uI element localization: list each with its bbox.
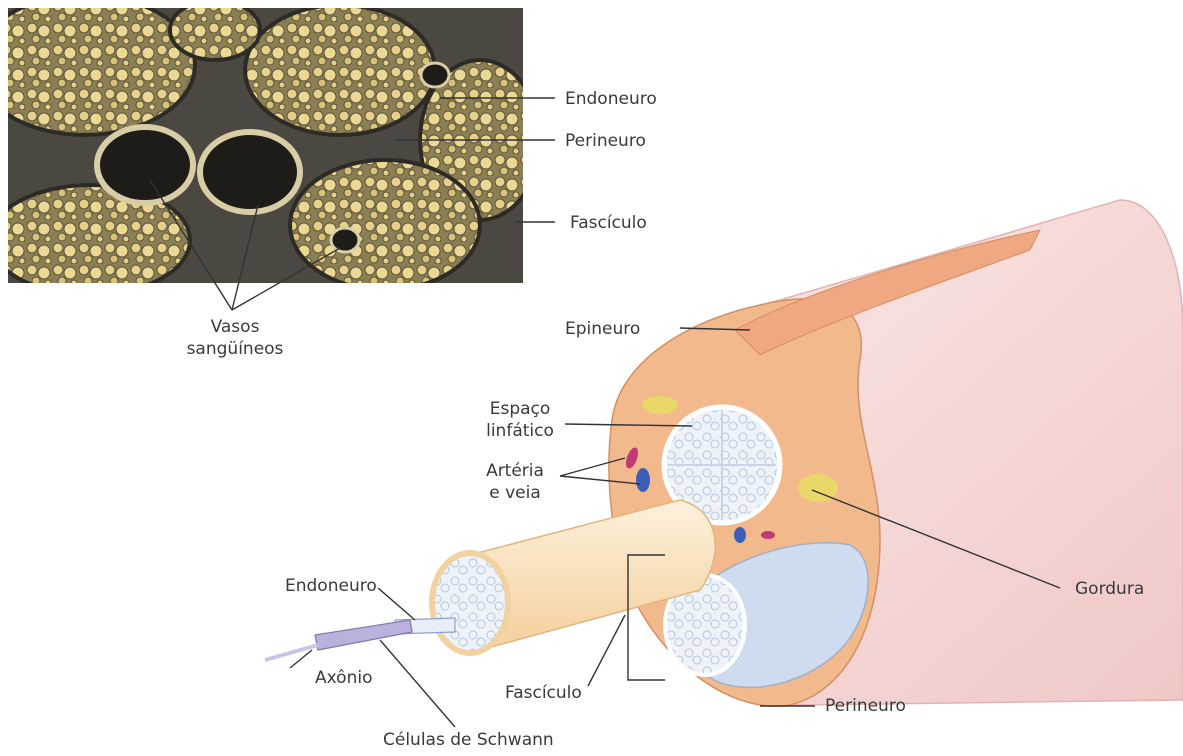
label-fasciculo-micro: Fascículo <box>570 212 647 234</box>
label-fasciculo-illus: Fascículo <box>505 682 582 704</box>
micrograph <box>0 0 540 295</box>
blood-vessel-3 <box>331 228 359 252</box>
label-endoneuro-micro: Endoneuro <box>565 88 657 110</box>
label-axonio: Axônio <box>315 667 372 689</box>
vein-small <box>734 527 746 543</box>
label-celulas-schwann: Células de Schwann <box>383 729 554 751</box>
fascicle-bottom-center <box>290 160 480 290</box>
fascicle-top-right <box>245 5 435 135</box>
label-perineuro-illus: Perineuro <box>825 695 906 717</box>
blood-vessel-2 <box>200 132 300 212</box>
fascicle-top-left <box>0 0 195 135</box>
blood-vessel-4 <box>421 63 449 87</box>
label-gordura: Gordura <box>1075 578 1144 600</box>
label-vasos-line2: sangüíneos <box>170 338 300 360</box>
fat-deposit-2 <box>642 396 678 414</box>
blood-vessel-1 <box>97 127 193 203</box>
label-arteria-line2: e veia <box>470 482 560 504</box>
label-espaco-line1: Espaço <box>475 398 565 420</box>
label-espaco-line2: linfático <box>475 420 565 442</box>
label-perineuro-micro: Perineuro <box>565 130 646 152</box>
label-arteria-line1: Artéria <box>470 460 560 482</box>
axon <box>265 645 318 660</box>
schwann-sheath <box>315 620 412 650</box>
fascicle-top-center <box>170 0 260 60</box>
label-vasos-line1: Vasos <box>180 316 290 338</box>
perineurium-cylinder-end <box>432 553 508 653</box>
artery-small <box>761 531 775 539</box>
label-endoneuro-illus: Endoneuro <box>285 575 377 597</box>
vein <box>636 468 650 492</box>
label-epineuro: Epineuro <box>565 318 640 340</box>
